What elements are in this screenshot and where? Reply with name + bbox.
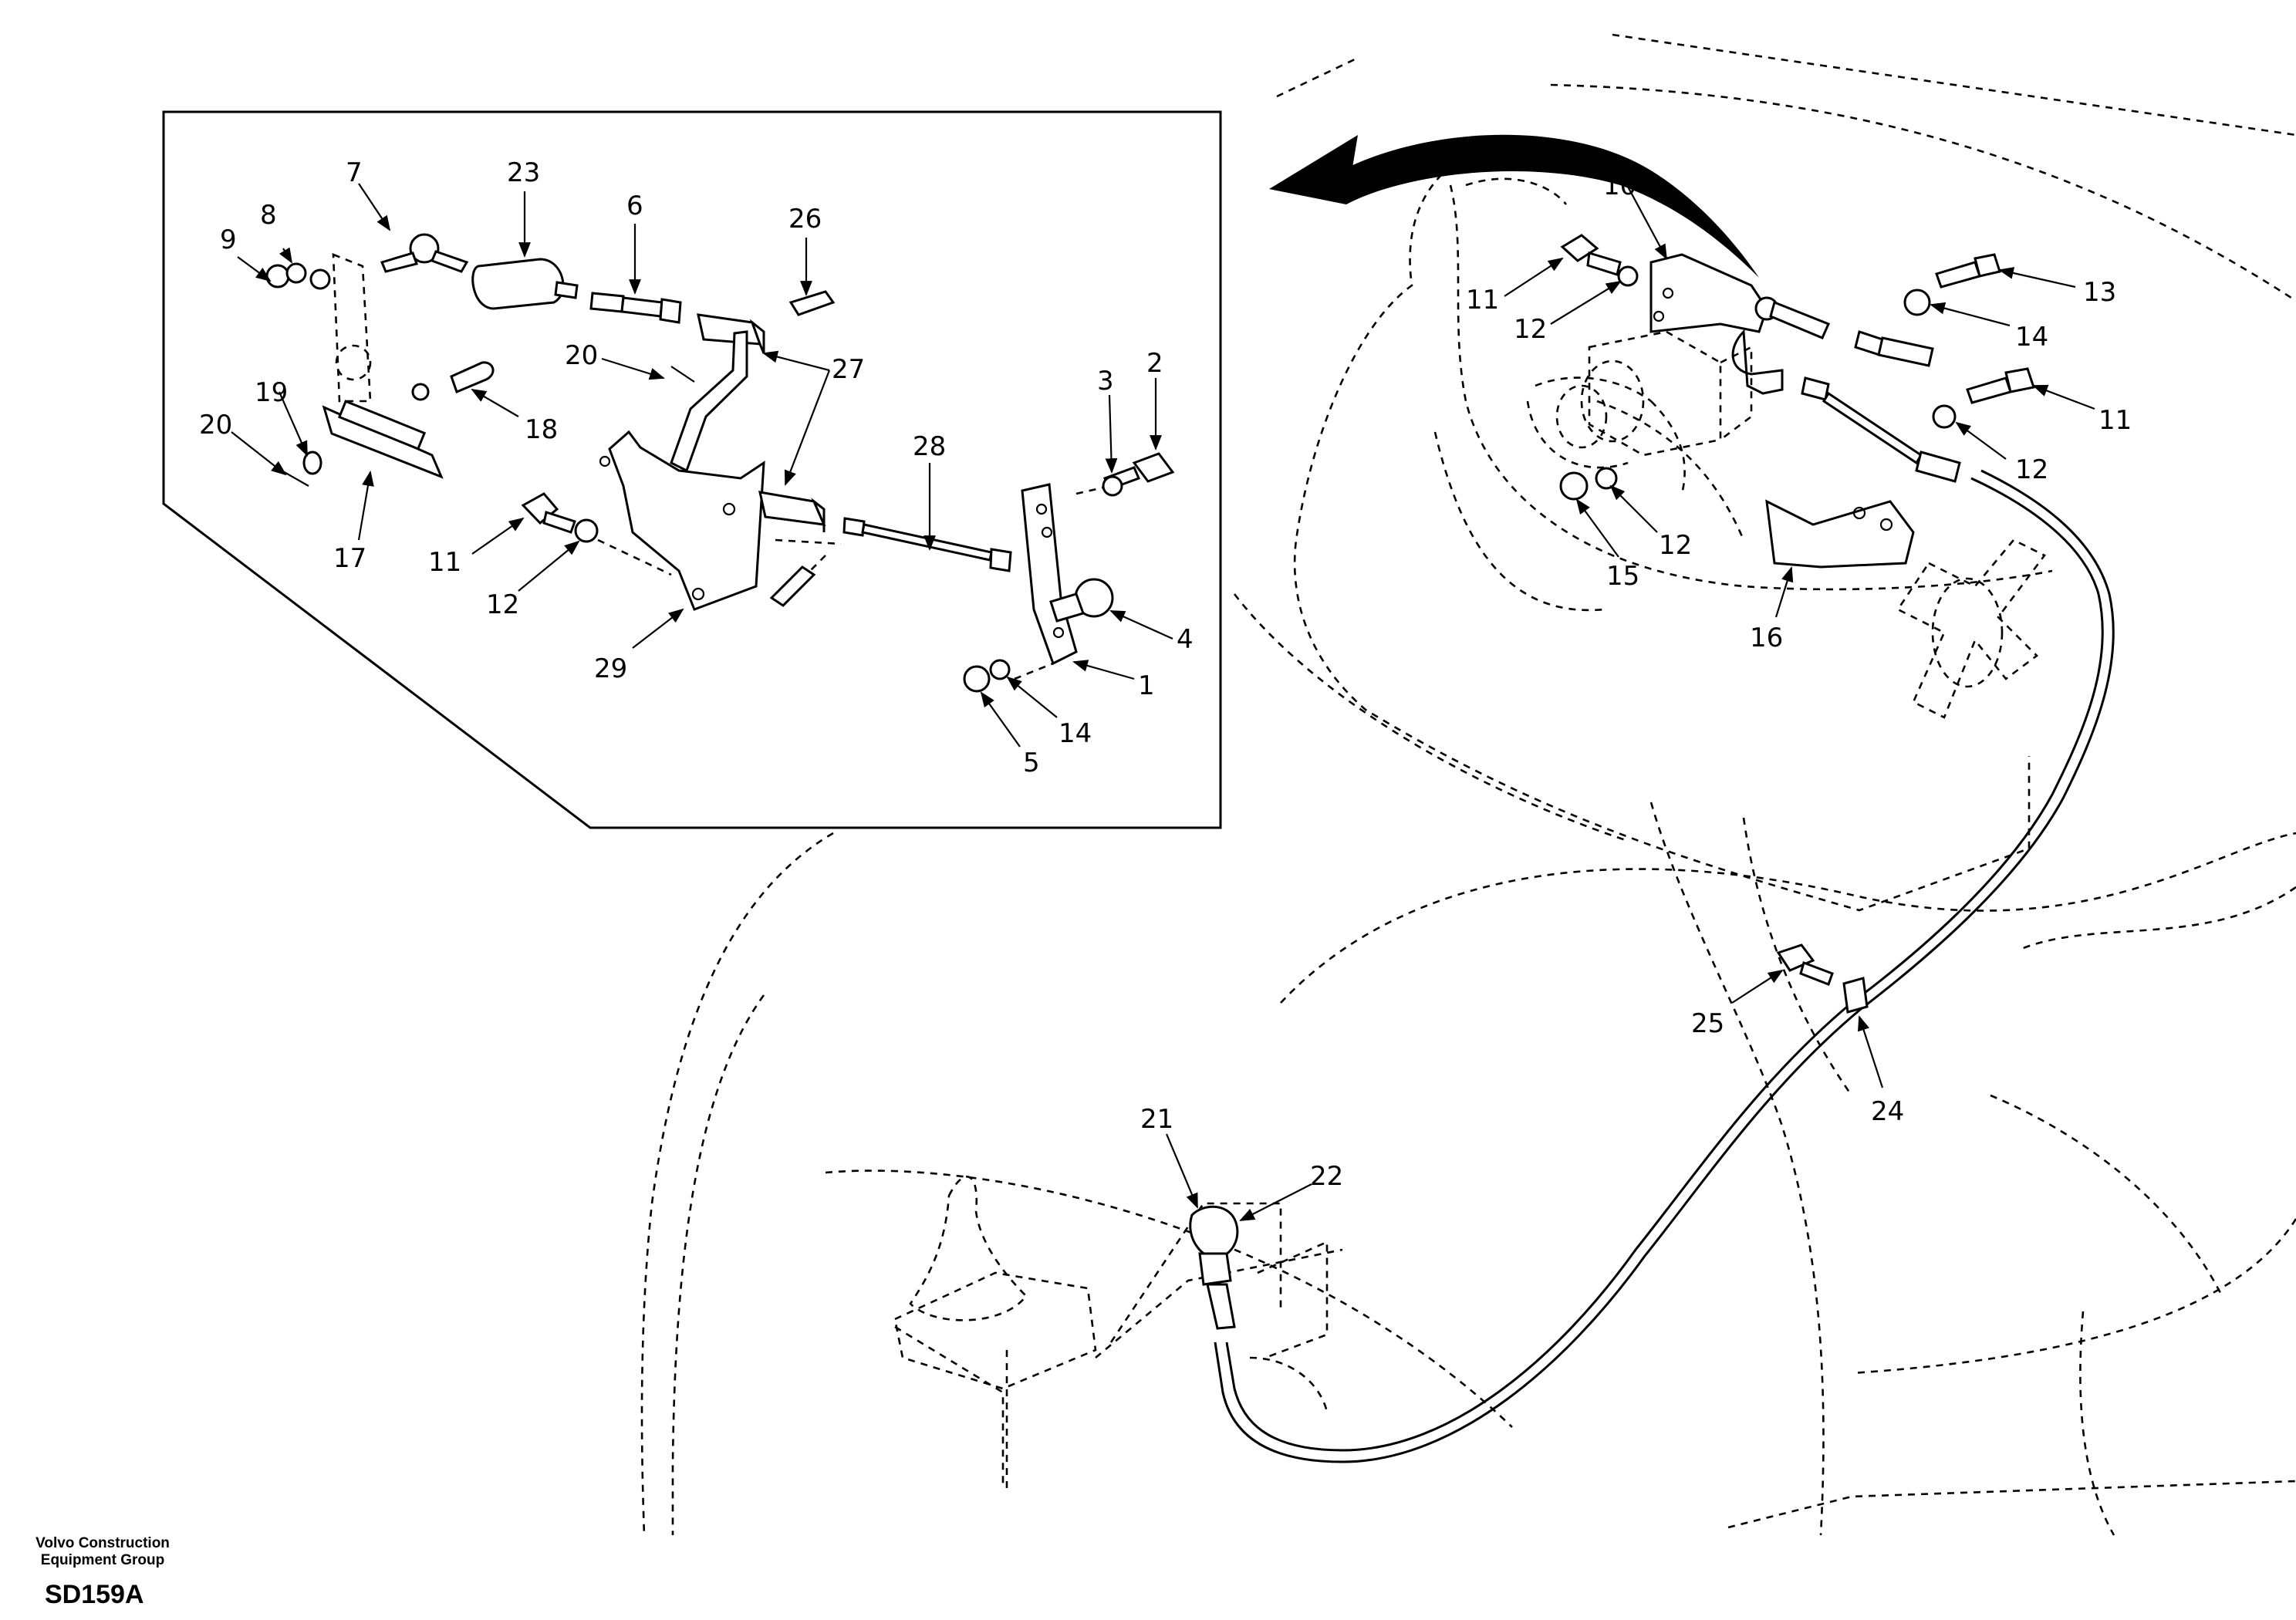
callout-12-lower: 12 [1659,530,1692,561]
engine-area-parts [1189,234,2115,1463]
inset-parts [265,233,1175,693]
machine-outline [640,33,2296,1536]
callout-10: 10 [1603,170,1636,201]
callout-16: 16 [1750,623,1783,653]
callout-labels: 7 8 9 23 6 26 20 27 28 3 2 4 1 14 5 19 2… [199,157,2132,1192]
drawing-code: SD159A [45,1580,144,1609]
callout-14: 14 [2015,322,2048,353]
callout-25: 25 [1691,1008,1724,1039]
callout-2: 2 [1146,348,1163,379]
callout-17: 17 [333,543,366,574]
callout-21: 21 [1140,1104,1173,1135]
callout-11-right: 11 [2098,405,2132,436]
callout-11-inset: 11 [428,547,461,578]
callout-22: 22 [1310,1161,1343,1192]
callout-27: 27 [832,354,865,385]
leader-lines [231,183,2095,1221]
callout-6: 6 [626,191,643,221]
callout-5: 5 [1023,748,1040,778]
callout-24: 24 [1871,1096,1904,1127]
callout-12-left: 12 [1514,314,1547,345]
callout-26: 26 [788,204,822,235]
callout-18: 18 [525,414,558,445]
callout-11-left: 11 [1466,285,1499,316]
inset-frame [162,110,1222,829]
callout-14-inset: 14 [1059,718,1092,749]
callout-20-lower: 20 [199,410,232,440]
callout-12-inset: 12 [486,589,519,620]
callout-8: 8 [260,200,277,231]
callout-1: 1 [1138,670,1155,701]
detail-arrow [1269,134,1759,278]
company-line-2: Equipment Group [40,1552,165,1568]
callout-29: 29 [594,653,627,684]
callout-7: 7 [346,157,363,188]
callout-4: 4 [1177,624,1194,655]
callout-15: 15 [1606,561,1639,592]
callout-28: 28 [913,431,946,462]
drawing-footer: Volvo Construction Equipment Group SD159… [14,1535,191,1610]
company-line-1: Volvo Construction [35,1535,170,1551]
callout-9: 9 [220,224,237,255]
callout-20-upper: 20 [565,340,598,371]
callout-23: 23 [507,157,540,188]
callout-19: 19 [255,377,288,408]
callout-3: 3 [1097,366,1114,397]
callout-12-right: 12 [2015,454,2048,485]
callout-13: 13 [2083,277,2116,308]
